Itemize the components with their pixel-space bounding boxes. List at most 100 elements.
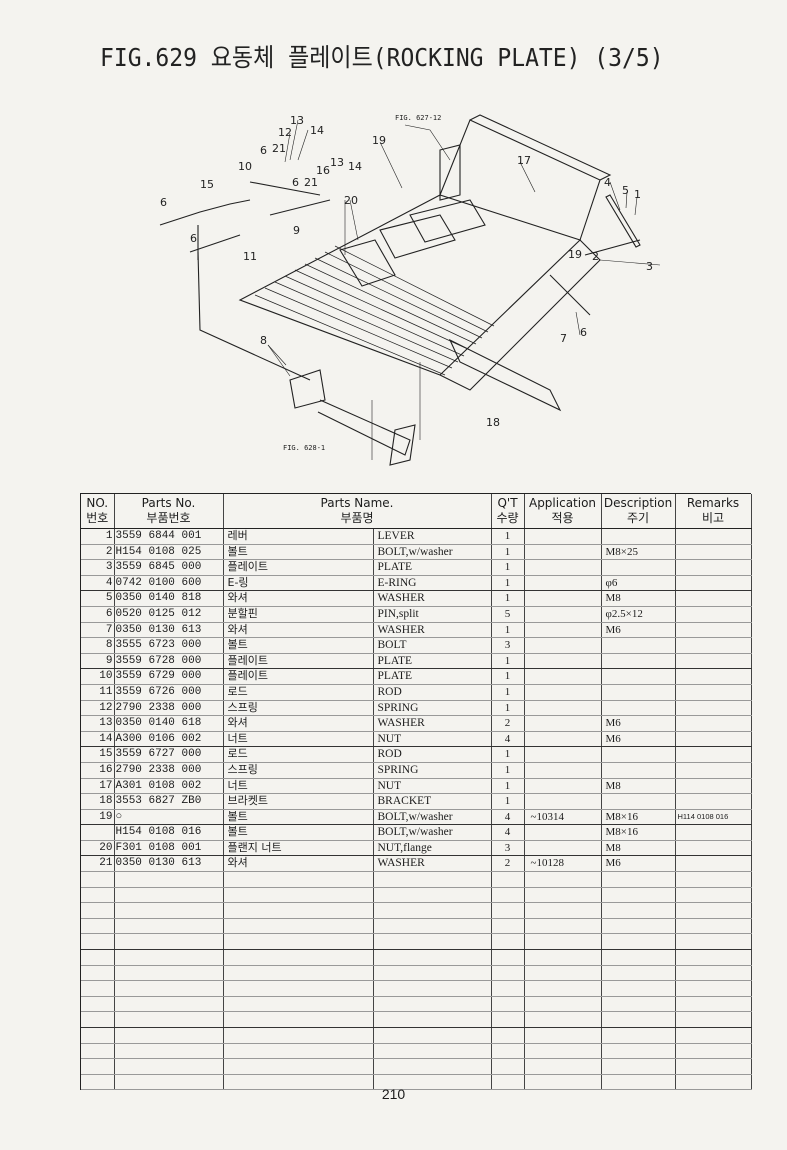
cell-pn: 3559 6728 000 bbox=[114, 653, 224, 670]
cell-qty: 1 bbox=[491, 528, 525, 545]
empty-cell bbox=[373, 1027, 492, 1044]
empty-cell bbox=[601, 871, 676, 888]
cell-pn: 0520 0125 012 bbox=[114, 606, 224, 623]
empty-cell bbox=[81, 1074, 115, 1091]
cell-en: WASHER bbox=[373, 590, 492, 607]
empty-table-row bbox=[81, 949, 752, 966]
callout: 4 bbox=[604, 176, 611, 189]
empty-cell bbox=[223, 871, 374, 888]
cell-pn: 0350 0140 618 bbox=[114, 715, 224, 732]
empty-cell bbox=[601, 887, 676, 904]
cell-qty: 1 bbox=[491, 762, 525, 779]
empty-cell bbox=[491, 902, 525, 919]
page-number: 210 bbox=[381, 1086, 406, 1102]
cell-ko: 볼트 bbox=[223, 637, 374, 654]
empty-cell bbox=[373, 949, 492, 966]
empty-cell bbox=[675, 902, 752, 919]
cell-qty: 4 bbox=[491, 824, 525, 841]
empty-cell bbox=[491, 965, 525, 982]
cell-rem bbox=[675, 590, 752, 607]
cell-app bbox=[524, 637, 602, 654]
cell-qty: 4 bbox=[491, 809, 525, 826]
empty-cell bbox=[524, 918, 602, 935]
cell-pn: A300 0106 002 bbox=[114, 731, 224, 748]
callout: 7 bbox=[560, 332, 567, 345]
cell-app bbox=[524, 559, 602, 576]
empty-cell bbox=[524, 1011, 602, 1028]
cell-qty: 1 bbox=[491, 668, 525, 685]
callout: 19 bbox=[568, 248, 582, 261]
empty-cell bbox=[114, 871, 224, 888]
empty-cell bbox=[491, 1027, 525, 1044]
cell-qty: 1 bbox=[491, 622, 525, 639]
cell-qty: 1 bbox=[491, 746, 525, 763]
empty-cell bbox=[81, 933, 115, 951]
cell-en: PIN,split bbox=[373, 606, 492, 623]
empty-cell bbox=[524, 980, 602, 997]
cell-qty: 3 bbox=[491, 637, 525, 654]
empty-cell bbox=[675, 1074, 752, 1091]
empty-cell bbox=[675, 949, 752, 966]
cell-pn: 0350 0130 613 bbox=[114, 622, 224, 639]
empty-cell bbox=[223, 887, 374, 904]
cell-qty: 1 bbox=[491, 653, 525, 670]
cell-en: NUT bbox=[373, 778, 492, 795]
cell-rem bbox=[675, 575, 752, 592]
empty-cell bbox=[223, 1074, 374, 1091]
empty-cell bbox=[223, 1043, 374, 1060]
header-no: NO.번호 bbox=[81, 494, 115, 529]
empty-cell bbox=[223, 1058, 374, 1075]
cell-qty: 1 bbox=[491, 778, 525, 795]
callout: 6 bbox=[580, 326, 587, 339]
cell-no: 20 bbox=[81, 840, 115, 857]
cell-no: 21 bbox=[81, 855, 115, 873]
empty-cell bbox=[223, 949, 374, 966]
cell-en: BOLT,w/washer bbox=[373, 824, 492, 841]
cell-qty: 2 bbox=[491, 855, 525, 873]
cell-rem bbox=[675, 715, 752, 732]
cell-en: SPRING bbox=[373, 700, 492, 717]
empty-cell bbox=[601, 980, 676, 997]
cell-desc: M8×16 bbox=[601, 809, 676, 826]
cell-no: 2 bbox=[81, 544, 115, 561]
empty-cell bbox=[373, 980, 492, 997]
cell-desc: M6 bbox=[601, 731, 676, 748]
cell-rem bbox=[675, 840, 752, 857]
cell-pn: F301 0108 001 bbox=[114, 840, 224, 857]
empty-cell bbox=[373, 996, 492, 1013]
empty-cell bbox=[81, 918, 115, 935]
cell-no: 5 bbox=[81, 590, 115, 607]
empty-cell bbox=[373, 1074, 492, 1091]
cell-no: 10 bbox=[81, 668, 115, 685]
empty-cell bbox=[223, 902, 374, 919]
empty-table-row bbox=[81, 1027, 752, 1044]
cell-app bbox=[524, 684, 602, 701]
cell-rem bbox=[675, 778, 752, 795]
cell-en: LEVER bbox=[373, 528, 492, 545]
empty-cell bbox=[524, 871, 602, 888]
cell-rem bbox=[675, 528, 752, 545]
cell-en: PLATE bbox=[373, 653, 492, 670]
cell-rem bbox=[675, 762, 752, 779]
empty-cell bbox=[114, 933, 224, 951]
cell-qty: 1 bbox=[491, 793, 525, 810]
cell-ko: 플레이트 bbox=[223, 559, 374, 576]
cell-ko: 분할핀 bbox=[223, 606, 374, 623]
empty-cell bbox=[524, 1043, 602, 1060]
cell-qty: 5 bbox=[491, 606, 525, 623]
callout: 6 bbox=[292, 176, 299, 189]
callout: 6 bbox=[190, 232, 197, 245]
empty-cell bbox=[114, 1058, 224, 1075]
cell-desc: M8 bbox=[601, 778, 676, 795]
empty-cell bbox=[491, 980, 525, 997]
empty-cell bbox=[601, 933, 676, 951]
cell-ko: 스프링 bbox=[223, 700, 374, 717]
cell-desc: M8 bbox=[601, 840, 676, 857]
empty-cell bbox=[223, 918, 374, 935]
empty-cell bbox=[114, 965, 224, 982]
